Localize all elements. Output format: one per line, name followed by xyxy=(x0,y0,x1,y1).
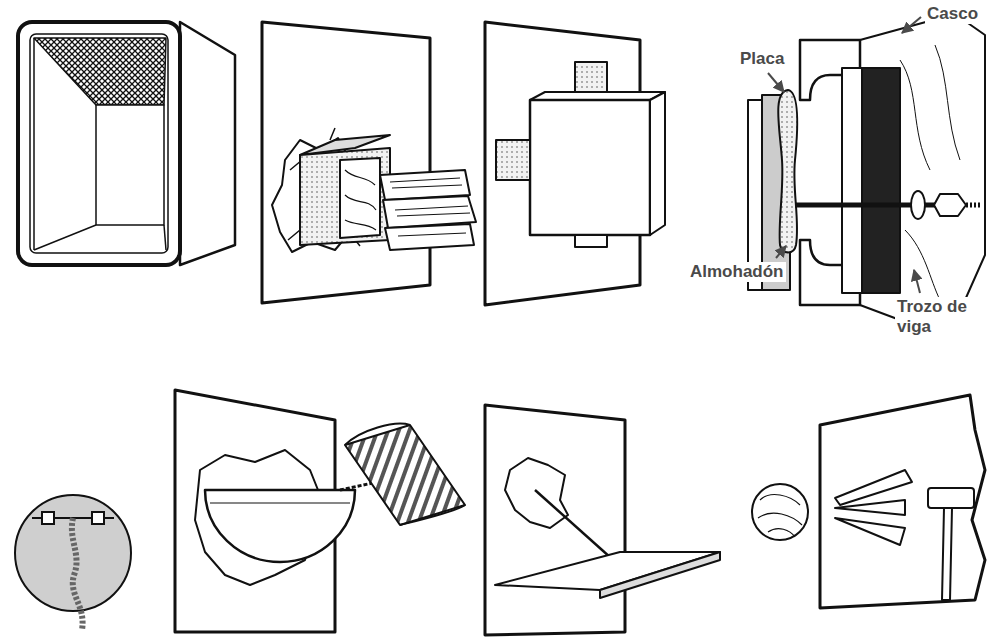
patch-box xyxy=(34,225,96,250)
wedge-plug xyxy=(928,488,974,508)
wedge-plug xyxy=(820,395,985,608)
box-patch-wood xyxy=(383,196,476,228)
bolted-patch xyxy=(842,68,862,293)
leader-line xyxy=(768,17,921,293)
bolted-patch xyxy=(778,90,797,253)
box-patch-wood xyxy=(345,170,376,230)
part-label: Casco xyxy=(925,4,980,24)
leader-line xyxy=(776,246,786,258)
wedge-plug xyxy=(942,508,952,600)
patch-box xyxy=(33,38,35,250)
plug-detail xyxy=(92,512,104,524)
leader-line xyxy=(768,73,784,92)
box-patch-wood xyxy=(385,224,474,250)
patch-box xyxy=(180,22,235,265)
strapped-box xyxy=(650,92,665,235)
patch-box xyxy=(18,22,235,265)
strapped-box xyxy=(496,140,530,180)
part-label: Trozo de viga xyxy=(895,297,981,337)
wedge-plug xyxy=(752,395,985,608)
pillow-plug xyxy=(345,424,465,525)
strapped-box xyxy=(575,235,607,247)
plug-detail xyxy=(42,512,54,524)
leader-line xyxy=(902,17,921,33)
wedge-plug xyxy=(752,484,808,540)
pillow-plug xyxy=(210,502,350,503)
bolted-patch xyxy=(934,194,966,216)
box-patch-wood xyxy=(390,178,470,236)
bolted-patch xyxy=(862,68,900,293)
pillow-plug xyxy=(345,425,465,525)
patch-box xyxy=(164,225,166,250)
patch-box xyxy=(34,38,166,105)
bolted-patch xyxy=(966,203,982,208)
wedge-plug xyxy=(835,500,905,515)
board-plug xyxy=(600,552,720,598)
box-patch-wood xyxy=(262,22,476,303)
plug-detail xyxy=(15,495,131,630)
bolted-patch xyxy=(911,191,925,219)
patch-box xyxy=(30,34,168,253)
wedge-plug xyxy=(758,495,802,537)
board-plug xyxy=(485,405,720,635)
plug-detail xyxy=(72,518,83,630)
bolted-patch xyxy=(795,203,950,208)
part-label: Placa xyxy=(738,49,786,69)
wedge-plug xyxy=(835,518,905,545)
box-patch-wood xyxy=(340,158,380,238)
patch-box xyxy=(96,105,164,225)
strapped-box xyxy=(485,22,665,305)
strapped-box xyxy=(530,100,650,235)
board-plug xyxy=(485,405,625,635)
patch-box xyxy=(18,22,180,265)
part-label: Almohadón xyxy=(688,262,786,282)
box-patch-wood xyxy=(300,148,390,245)
pillow-plug xyxy=(205,490,355,562)
box-patch-wood xyxy=(262,22,430,303)
pillow-plug xyxy=(175,390,465,632)
leader-line xyxy=(914,270,920,293)
bolted-patch xyxy=(860,14,985,320)
bolted-patch xyxy=(900,45,960,300)
